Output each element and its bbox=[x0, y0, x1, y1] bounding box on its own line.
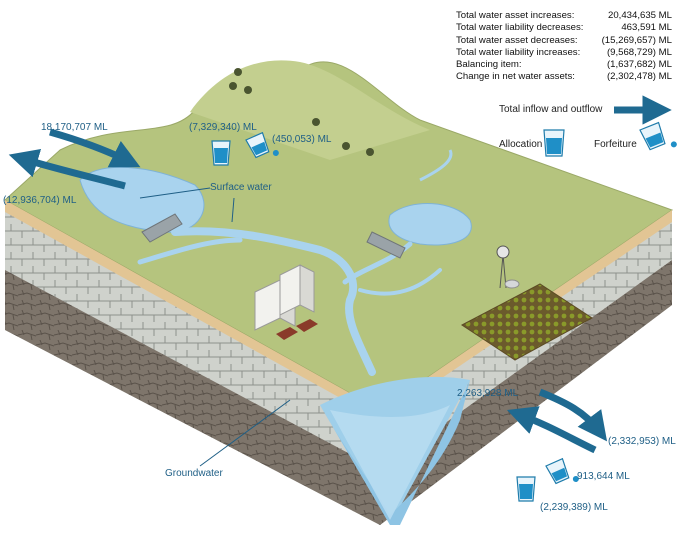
main-river bbox=[171, 227, 376, 376]
surface-forfeiture-value: (450,053) ML bbox=[272, 134, 332, 145]
crop-field bbox=[461, 283, 593, 361]
ground-forfeiture-value: 913,644 ML bbox=[577, 471, 630, 482]
water-tank bbox=[504, 279, 520, 289]
trees bbox=[229, 68, 374, 156]
allocation-icon bbox=[543, 129, 565, 157]
hill bbox=[190, 60, 430, 160]
summary-row: Total water liability increases: (9,568,7… bbox=[456, 47, 672, 59]
summary-label: Change in net water assets: bbox=[456, 71, 575, 83]
right-lake bbox=[388, 203, 472, 246]
city-buildings bbox=[254, 264, 318, 340]
left-dam bbox=[141, 213, 183, 243]
surface-flow-arrow bbox=[8, 148, 126, 190]
summary-value: (15,269,657) ML bbox=[601, 34, 672, 46]
ground-allocation-icon bbox=[516, 476, 536, 502]
river-branch-1 bbox=[137, 237, 243, 265]
surface-water-leader bbox=[139, 187, 235, 223]
left-soil-layer bbox=[5, 270, 380, 525]
ground-inflow-arrow bbox=[538, 388, 608, 442]
surface-allocation-value: (7,329,340) ML bbox=[189, 122, 257, 133]
surface-allocation-icon bbox=[211, 140, 231, 166]
surface-forfeiture-icon bbox=[245, 131, 279, 159]
summary-row: Balancing item: (1,637,682) ML bbox=[456, 59, 672, 71]
surface-inflow-value: 18,170,707 ML bbox=[41, 122, 108, 133]
ground-inflow-value: 2,263,928 ML bbox=[457, 388, 519, 399]
surface-outflow-value: (12,936,704) ML bbox=[3, 195, 77, 206]
summary-value: (9,568,729) ML bbox=[606, 46, 672, 58]
upper-stream bbox=[419, 149, 453, 182]
summary-row: Total water asset decreases: (15,269,657)… bbox=[456, 35, 672, 47]
summary-table: Total water asset increases: 20,434,635 M… bbox=[456, 10, 672, 84]
legend-flow-label: Total inflow and outflow bbox=[499, 104, 603, 115]
ground-forfeiture-icon bbox=[545, 457, 579, 485]
surface-water-label: Surface water bbox=[210, 182, 272, 193]
groundwater-leader bbox=[199, 399, 291, 467]
summary-value: 20,434,635 ML bbox=[607, 10, 672, 21]
summary-row: Total water asset increases: 20,434,635 M… bbox=[456, 10, 672, 22]
legend-forfeiture-label: Forfeiture bbox=[594, 139, 637, 150]
summary-row: Total water liability decreases: 463,591 … bbox=[456, 22, 672, 34]
forfeiture-icon bbox=[639, 121, 677, 151]
summary-row: Change in net water assets: (2,302,478) M… bbox=[456, 71, 672, 83]
right-dam bbox=[366, 231, 406, 259]
waterfall-face bbox=[320, 380, 470, 525]
ground-allocation-value: (2,239,389) ML bbox=[540, 502, 608, 513]
right-soil-layer bbox=[380, 260, 672, 525]
summary-label: Total water liability increases: bbox=[456, 46, 581, 58]
summary-label: Balancing item: bbox=[456, 59, 522, 71]
legend-allocation-label: Allocation bbox=[499, 139, 543, 150]
river-branch-3 bbox=[358, 268, 442, 296]
ground-outflow-arrow bbox=[506, 406, 597, 454]
waterfall-front bbox=[330, 405, 450, 520]
summary-value: (1,637,682) ML bbox=[606, 59, 672, 71]
surface-flow-arrow-top bbox=[49, 128, 141, 168]
windmill bbox=[496, 245, 510, 289]
sandy-edge-left bbox=[5, 200, 380, 420]
summary-label: Total water asset decreases: bbox=[456, 34, 578, 46]
summary-value: (2,302,478) ML bbox=[606, 71, 672, 83]
ground-outflow-value: (2,332,953) ML bbox=[608, 436, 676, 447]
summary-label: Total water asset increases: bbox=[456, 10, 575, 21]
groundwater-label: Groundwater bbox=[165, 468, 223, 479]
summary-value: 463,591 ML bbox=[621, 22, 672, 34]
summary-label: Total water liability decreases: bbox=[456, 22, 584, 34]
